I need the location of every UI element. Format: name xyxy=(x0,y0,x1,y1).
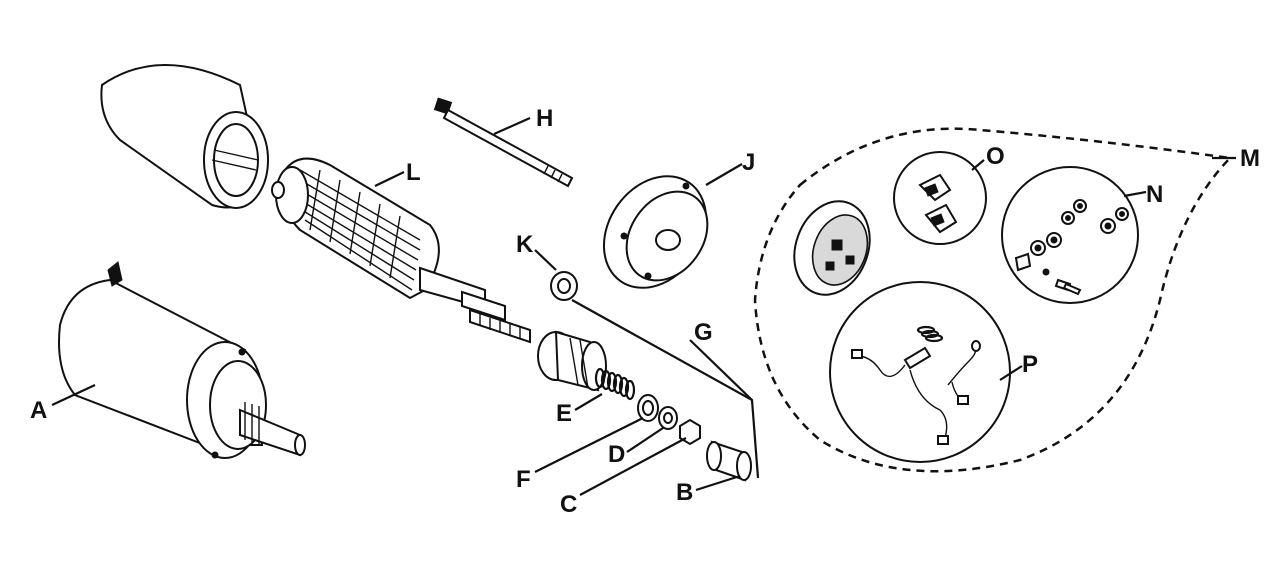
callout-labels: A B C D E F G H J K L M N O P xyxy=(30,105,1260,518)
leader-h xyxy=(493,116,531,136)
callout-l: L xyxy=(406,159,421,186)
leader-l xyxy=(374,171,405,187)
leader-k xyxy=(534,249,557,271)
housing-part xyxy=(100,64,269,209)
washer-d-part xyxy=(658,406,678,430)
callout-o: O xyxy=(986,143,1005,170)
leader-j xyxy=(705,163,743,186)
brush-plate-part xyxy=(793,200,871,296)
callout-k: K xyxy=(516,231,534,258)
callout-m: M xyxy=(1240,145,1260,172)
leader-d xyxy=(626,427,664,453)
leader-b xyxy=(695,474,741,492)
leader-n xyxy=(1123,190,1147,198)
end-cap-part xyxy=(602,175,709,289)
leader-a xyxy=(51,384,96,406)
leader-o xyxy=(971,159,985,171)
callout-e: E xyxy=(556,400,572,427)
starter-assembly-part xyxy=(58,261,306,459)
leader-lines xyxy=(51,116,1236,496)
callout-c: C xyxy=(560,491,577,518)
callout-n: N xyxy=(1146,181,1163,208)
callout-b: B xyxy=(676,479,693,506)
leader-g xyxy=(689,339,753,401)
leader-f xyxy=(534,417,644,473)
callout-h: H xyxy=(536,105,553,132)
cap-b-part xyxy=(706,440,752,482)
kit-circle-p xyxy=(829,281,1011,463)
callout-a: A xyxy=(30,397,47,424)
drive-pinion-part xyxy=(537,330,607,392)
spring-e-part xyxy=(594,367,636,401)
callout-j: J xyxy=(742,149,755,176)
kit-circle-n xyxy=(1001,166,1139,304)
kit-boundary-dashed xyxy=(753,127,1233,473)
washer-k-part xyxy=(550,271,578,301)
callout-p: P xyxy=(1022,351,1038,378)
leader-e xyxy=(574,393,603,411)
leader-p xyxy=(999,365,1023,381)
callout-d: D xyxy=(608,441,625,468)
armature-part xyxy=(271,157,531,344)
callout-f: F xyxy=(516,466,531,493)
callout-g: G xyxy=(694,319,713,346)
kit-circle-o xyxy=(893,151,987,245)
leader-c xyxy=(579,437,687,496)
through-bolt-part xyxy=(433,97,574,188)
collar-f-part xyxy=(637,394,659,422)
